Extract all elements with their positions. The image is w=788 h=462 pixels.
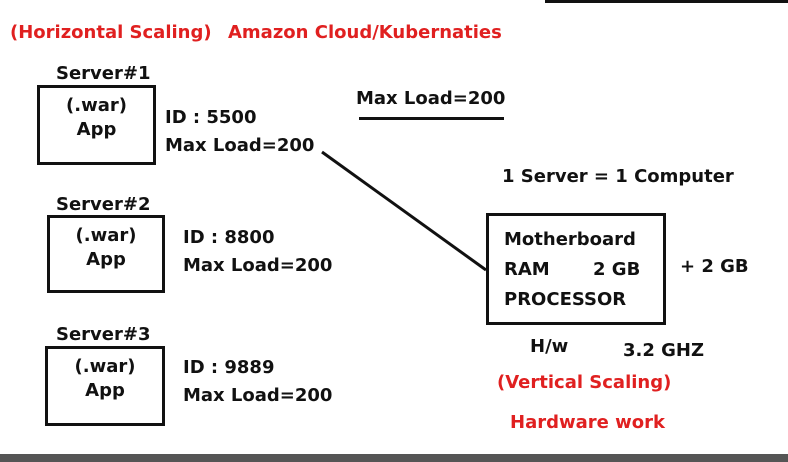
server-2-id: ID : 8800 [183, 227, 275, 248]
motherboard-label: Motherboard [504, 229, 636, 250]
server-3-details: ID : 9889 Max Load=200 [183, 354, 332, 410]
server-2-details: ID : 8800 Max Load=200 [183, 224, 332, 280]
server-3-label: Server#3 [56, 324, 151, 345]
server-2-label: Server#2 [56, 194, 151, 215]
server-1-id: ID : 5500 [165, 107, 257, 128]
server-2-app: App [86, 249, 126, 270]
hardware-work-label: Hardware work [510, 412, 665, 433]
clock-speed: 3.2 GHZ [623, 340, 705, 361]
server-3-id: ID : 9889 [183, 357, 275, 378]
server-1-label: Server#1 [56, 63, 151, 84]
server-2-war: (.war) [75, 225, 137, 246]
server-2-app-box: (.war) App [47, 215, 165, 293]
server-1-app: App [76, 119, 117, 140]
max-load-label: Max Load=200 [356, 88, 506, 109]
server-3-app-box: (.war) App [45, 346, 165, 426]
processor-label: PROCESSOR [504, 289, 627, 310]
server-3-war: (.war) [74, 356, 136, 377]
bottom-border-bar [0, 454, 788, 462]
server-1-app-box: (.war) App [37, 85, 156, 165]
server-1-max-load: Max Load=200 [165, 135, 315, 156]
server-3-max-load: Max Load=200 [183, 385, 333, 406]
max-load-underline [359, 117, 504, 120]
server-2-max-load: Max Load=200 [183, 255, 333, 276]
server-1-details: ID : 5500 Max Load=200 [165, 104, 314, 160]
server-equals-computer: 1 Server = 1 Computer [502, 166, 734, 187]
ram-label: RAM [504, 259, 550, 280]
hw-label: H/w [530, 336, 569, 357]
horizontal-scaling-title: (Horizontal Scaling) [10, 22, 212, 43]
connector-line [321, 150, 487, 272]
top-border-line [545, 0, 788, 3]
computer-box: Motherboard RAM 2 GB PROCESSOR [486, 213, 666, 325]
extra-ram-label: + 2 GB [680, 256, 749, 277]
vertical-scaling-title: (Vertical Scaling) [497, 372, 672, 393]
cloud-title: Amazon Cloud/Kubernaties [228, 22, 502, 43]
server-3-app: App [85, 380, 125, 401]
ram-size: 2 GB [593, 259, 641, 280]
server-1-war: (.war) [66, 95, 127, 116]
